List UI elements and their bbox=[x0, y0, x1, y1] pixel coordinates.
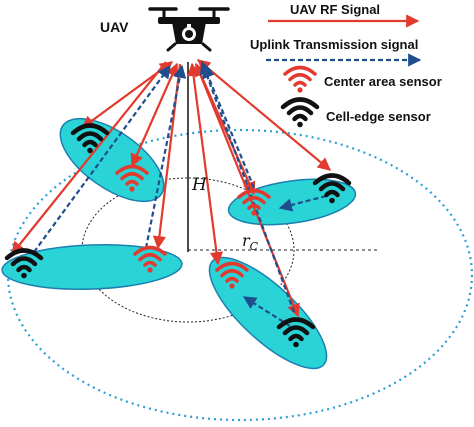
cluster-left bbox=[1, 244, 183, 290]
radius-label: rC bbox=[242, 231, 259, 253]
legend: UAV RF Signal Uplink Transmission signal… bbox=[250, 2, 442, 127]
outer-coverage-circle bbox=[6, 128, 474, 422]
legend-edge-label: Cell-edge sensor bbox=[326, 109, 431, 124]
legend-center-label: Center area sensor bbox=[324, 74, 442, 89]
legend-center-sensor-icon bbox=[283, 65, 317, 95]
uav-label: UAV bbox=[100, 19, 129, 35]
legend-rf-label: UAV RF Signal bbox=[290, 2, 380, 17]
uplink-arrows bbox=[33, 60, 327, 327]
legend-edge-sensor-icon bbox=[283, 100, 317, 128]
height-label: H bbox=[191, 175, 208, 195]
drone-icon bbox=[148, 7, 230, 52]
cluster-top-left bbox=[59, 117, 165, 203]
legend-uplink-label: Uplink Transmission signal bbox=[250, 37, 418, 52]
